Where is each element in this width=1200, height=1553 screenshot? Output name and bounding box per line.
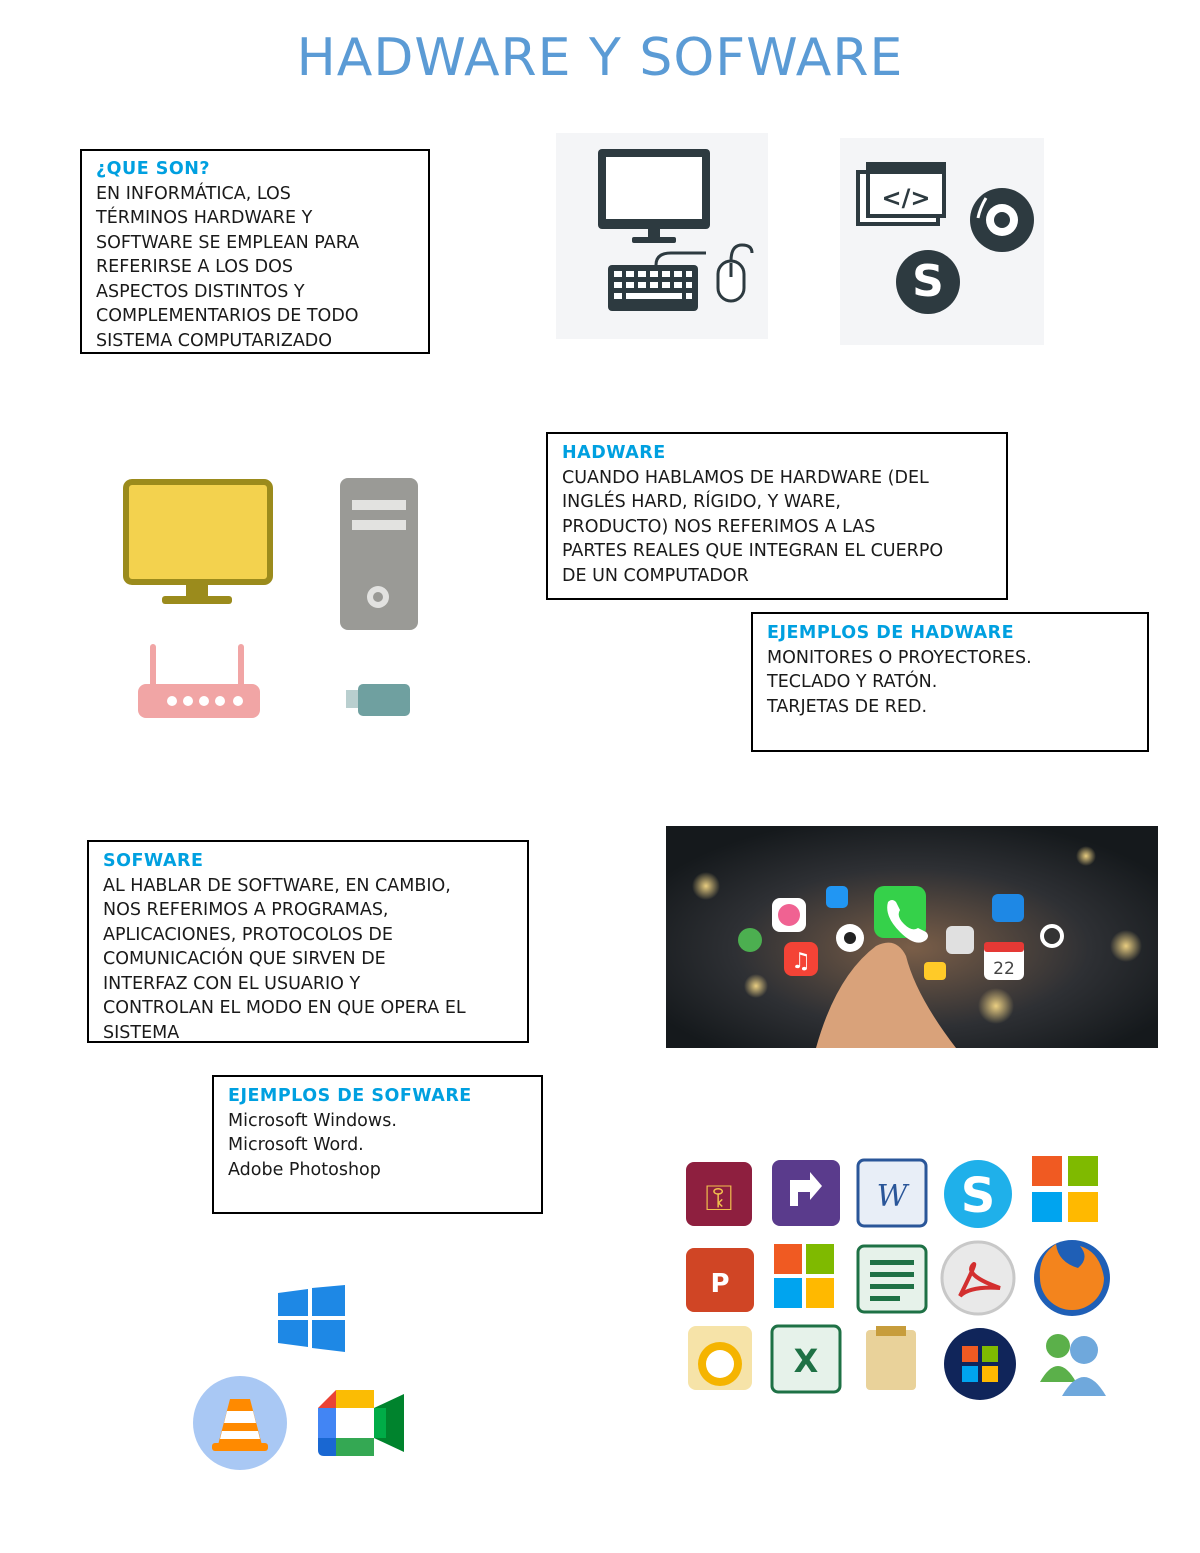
hadware-line: INGLÉS HARD, RÍGIDO, Y WARE, <box>562 492 841 512</box>
que-son-line: ASPECTOS DISTINTOS Y <box>96 281 305 302</box>
hadware-line: CUANDO HABLAMOS DE HARDWARE (DEL <box>562 467 929 488</box>
software-code-icon: </> S <box>840 138 1044 345</box>
ejemplos-sofware-line: Microsoft Windows. <box>228 1110 397 1131</box>
sofware-line: COMUNICACIÓN QUE SIRVEN DE <box>103 949 386 969</box>
svg-text:S: S <box>912 256 944 307</box>
video-camera-app-icon <box>318 1390 404 1456</box>
computer-icon <box>556 133 768 339</box>
svg-text:</>: </> <box>882 184 931 212</box>
svg-text:♫: ♫ <box>791 949 811 974</box>
que-son-line: TÉRMINOS HARDWARE Y <box>96 208 313 228</box>
svg-text:X: X <box>794 1342 819 1380</box>
sofware-line: SISTEMA <box>103 1022 180 1043</box>
calendar-number: 22 <box>993 959 1015 979</box>
app-icons-grid: ⚿ W S P X <box>680 1150 1130 1400</box>
windows-logo-icon <box>278 1285 345 1352</box>
vlc-cone-icon <box>192 1375 288 1471</box>
que-son-line: SISTEMA COMPUTARIZADO <box>96 330 333 351</box>
ejemplos-hadware-line: TARJETAS DE RED. <box>767 696 928 717</box>
svg-text:S: S <box>961 1168 996 1224</box>
ejemplos-hadware-line: TECLADO Y RATÓN. <box>767 672 938 692</box>
sofware-line: AL HABLAR DE SOFTWARE, EN CAMBIO, <box>103 875 451 896</box>
apps-photo: ♫ 22 <box>666 826 1158 1048</box>
sofware-line: INTERFAZ CON EL USUARIO Y <box>103 973 361 994</box>
sofware-line: APLICACIONES, PROTOCOLOS DE <box>103 924 393 945</box>
ejemplos-hadware-heading: EJEMPLOS DE HADWARE <box>767 623 1015 643</box>
ejemplos-sofware-line: Microsoft Word. <box>228 1135 364 1155</box>
svg-text:P: P <box>710 1269 729 1299</box>
hadware-line: PRODUCTO) NOS REFERIMOS A LAS <box>562 516 876 537</box>
ejemplos-sofware-line: Adobe Photoshop <box>228 1159 381 1180</box>
hadware-line: PARTES REALES QUE INTEGRAN EL CUERPO <box>562 541 944 561</box>
que-son-line: SOFTWARE SE EMPLEAN PARA <box>96 232 360 253</box>
sofware-line: NOS REFERIMOS A PROGRAMAS, <box>103 900 389 920</box>
ejemplos-hadware-box: EJEMPLOS DE HADWARE MONITORES O PROYECTO… <box>751 612 1149 752</box>
que-son-line: EN INFORMÁTICA, LOS <box>96 183 291 204</box>
hadware-box: HADWARE CUANDO HABLAMOS DE HARDWARE (DEL… <box>546 432 1008 600</box>
que-son-line: REFERIRSE A LOS DOS <box>96 257 294 277</box>
ejemplos-sofware-heading: EJEMPLOS DE SOFWARE <box>228 1086 472 1106</box>
que-son-heading: ¿QUE SON? <box>96 159 211 179</box>
que-son-line: COMPLEMENTARIOS DE TODO <box>96 306 359 326</box>
hardware-group-icons <box>120 470 430 730</box>
page-title: HADWARE Y SOFWARE <box>296 28 904 88</box>
sofware-line: CONTROLAN EL MODO EN QUE OPERA EL <box>103 998 466 1018</box>
hadware-line: DE UN COMPUTADOR <box>562 565 749 586</box>
que-son-box: ¿QUE SON? EN INFORMÁTICA, LOS TÉRMINOS H… <box>80 149 430 354</box>
ejemplos-hadware-line: MONITORES O PROYECTORES. <box>767 647 1032 668</box>
ejemplos-sofware-box: EJEMPLOS DE SOFWARE Microsoft Windows. M… <box>212 1075 543 1214</box>
hadware-heading: HADWARE <box>562 443 666 463</box>
sofware-heading: SOFWARE <box>103 851 204 871</box>
svg-text:⚿: ⚿ <box>705 1178 732 1219</box>
svg-text:W: W <box>877 1179 910 1214</box>
sofware-box: SOFWARE AL HABLAR DE SOFTWARE, EN CAMBIO… <box>87 840 529 1043</box>
